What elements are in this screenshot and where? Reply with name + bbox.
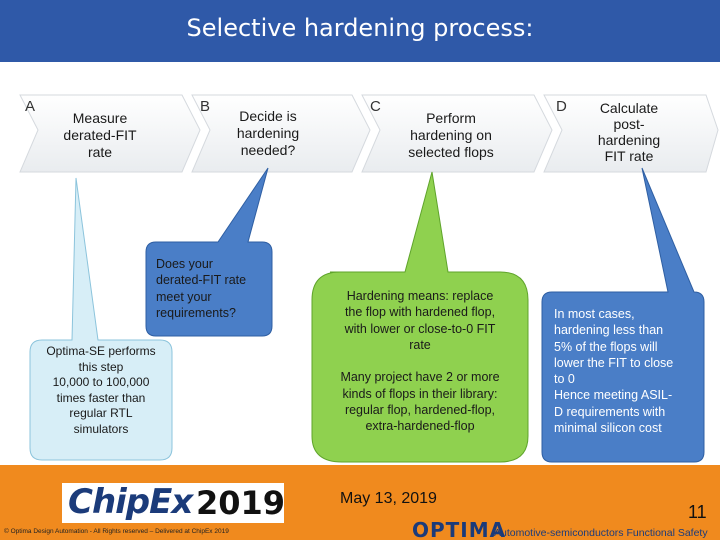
page-number: 11 — [688, 502, 707, 522]
step-a-letter: A — [25, 98, 36, 115]
step-c-chevron — [361, 94, 553, 173]
optima-logo: OPTIMA — [412, 518, 507, 542]
callout-a-text: Optima-SE performs this step 10,000 to 1… — [46, 344, 156, 436]
step-d-letter: D — [556, 98, 567, 115]
copyright-notice: © Optima Design Automation - All Rights … — [4, 528, 229, 535]
callout-b-text: Does your derated-FIT rate meet your req… — [156, 257, 247, 320]
step-b-chevron — [191, 94, 371, 173]
callout-d-bubble — [541, 167, 705, 463]
chipex-logo — [62, 483, 284, 523]
step-b-label: Decide is hardening needed? — [236, 108, 300, 158]
callout-d-text: In most cases, hardening less than 5% of… — [554, 307, 674, 435]
step-d-label: Calculate post- hardening FIT rate — [597, 100, 661, 165]
chipex-logo-year: 2019 — [196, 484, 286, 522]
callout-a-bubble — [29, 177, 173, 461]
step-a-label: Measure derated-FIT rate — [63, 110, 137, 160]
step-c-letter: C — [370, 98, 381, 115]
callout-b-bubble — [145, 167, 273, 337]
step-c-label: Perform hardening on selected flops — [408, 110, 494, 160]
step-b-letter: B — [200, 98, 211, 115]
callout-c-bubble — [311, 171, 529, 463]
step-d-chevron — [543, 94, 719, 173]
chipex-logo-text: ChipEx — [68, 482, 193, 522]
slide-title: Selective hardening process: — [186, 14, 534, 42]
callout-c-text: Hardening means: replace the flop with h… — [340, 289, 500, 433]
event-date: May 13, 2019 — [340, 490, 437, 507]
title-banner — [0, 0, 720, 62]
optima-tagline: Automotive-semiconductors Functional Saf… — [494, 527, 708, 539]
step-a-chevron — [19, 94, 201, 173]
